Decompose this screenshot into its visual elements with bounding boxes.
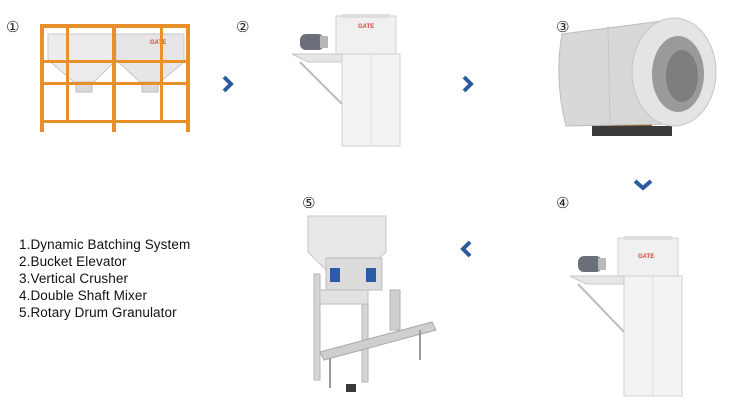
step-marker-1: ①	[6, 18, 20, 36]
process-legend: 1.Dynamic Batching System 2.Bucket Eleva…	[19, 236, 190, 321]
chevron-down-icon	[633, 179, 653, 191]
svg-text:GATE: GATE	[638, 254, 654, 260]
chevron-left-icon	[460, 240, 472, 258]
chevron-right-icon	[222, 75, 234, 93]
legend-item: 5.Rotary Drum Granulator	[19, 305, 177, 320]
batching-system-image: GATE	[40, 24, 190, 132]
legend-item: 2.Bucket Elevator	[19, 254, 127, 269]
chevron-right-icon	[462, 75, 474, 93]
bucket-elevator-image: GATE	[569, 236, 683, 397]
step-marker-5: ⑤	[302, 194, 316, 212]
svg-text:GATE: GATE	[358, 24, 374, 30]
legend-item: 3.Vertical Crusher	[19, 271, 129, 286]
step-marker-3: ③	[556, 18, 570, 36]
step-marker-2: ②	[236, 18, 250, 36]
packing-machine-image	[307, 215, 437, 392]
step-marker-4: ④	[556, 194, 570, 212]
svg-text:GATE: GATE	[150, 40, 166, 46]
rotary-drum-image	[558, 17, 717, 136]
legend-item: 1.Dynamic Batching System	[19, 237, 191, 252]
legend-item: 4.Double Shaft Mixer	[19, 288, 148, 303]
bucket-elevator-image: GATE	[291, 14, 401, 147]
